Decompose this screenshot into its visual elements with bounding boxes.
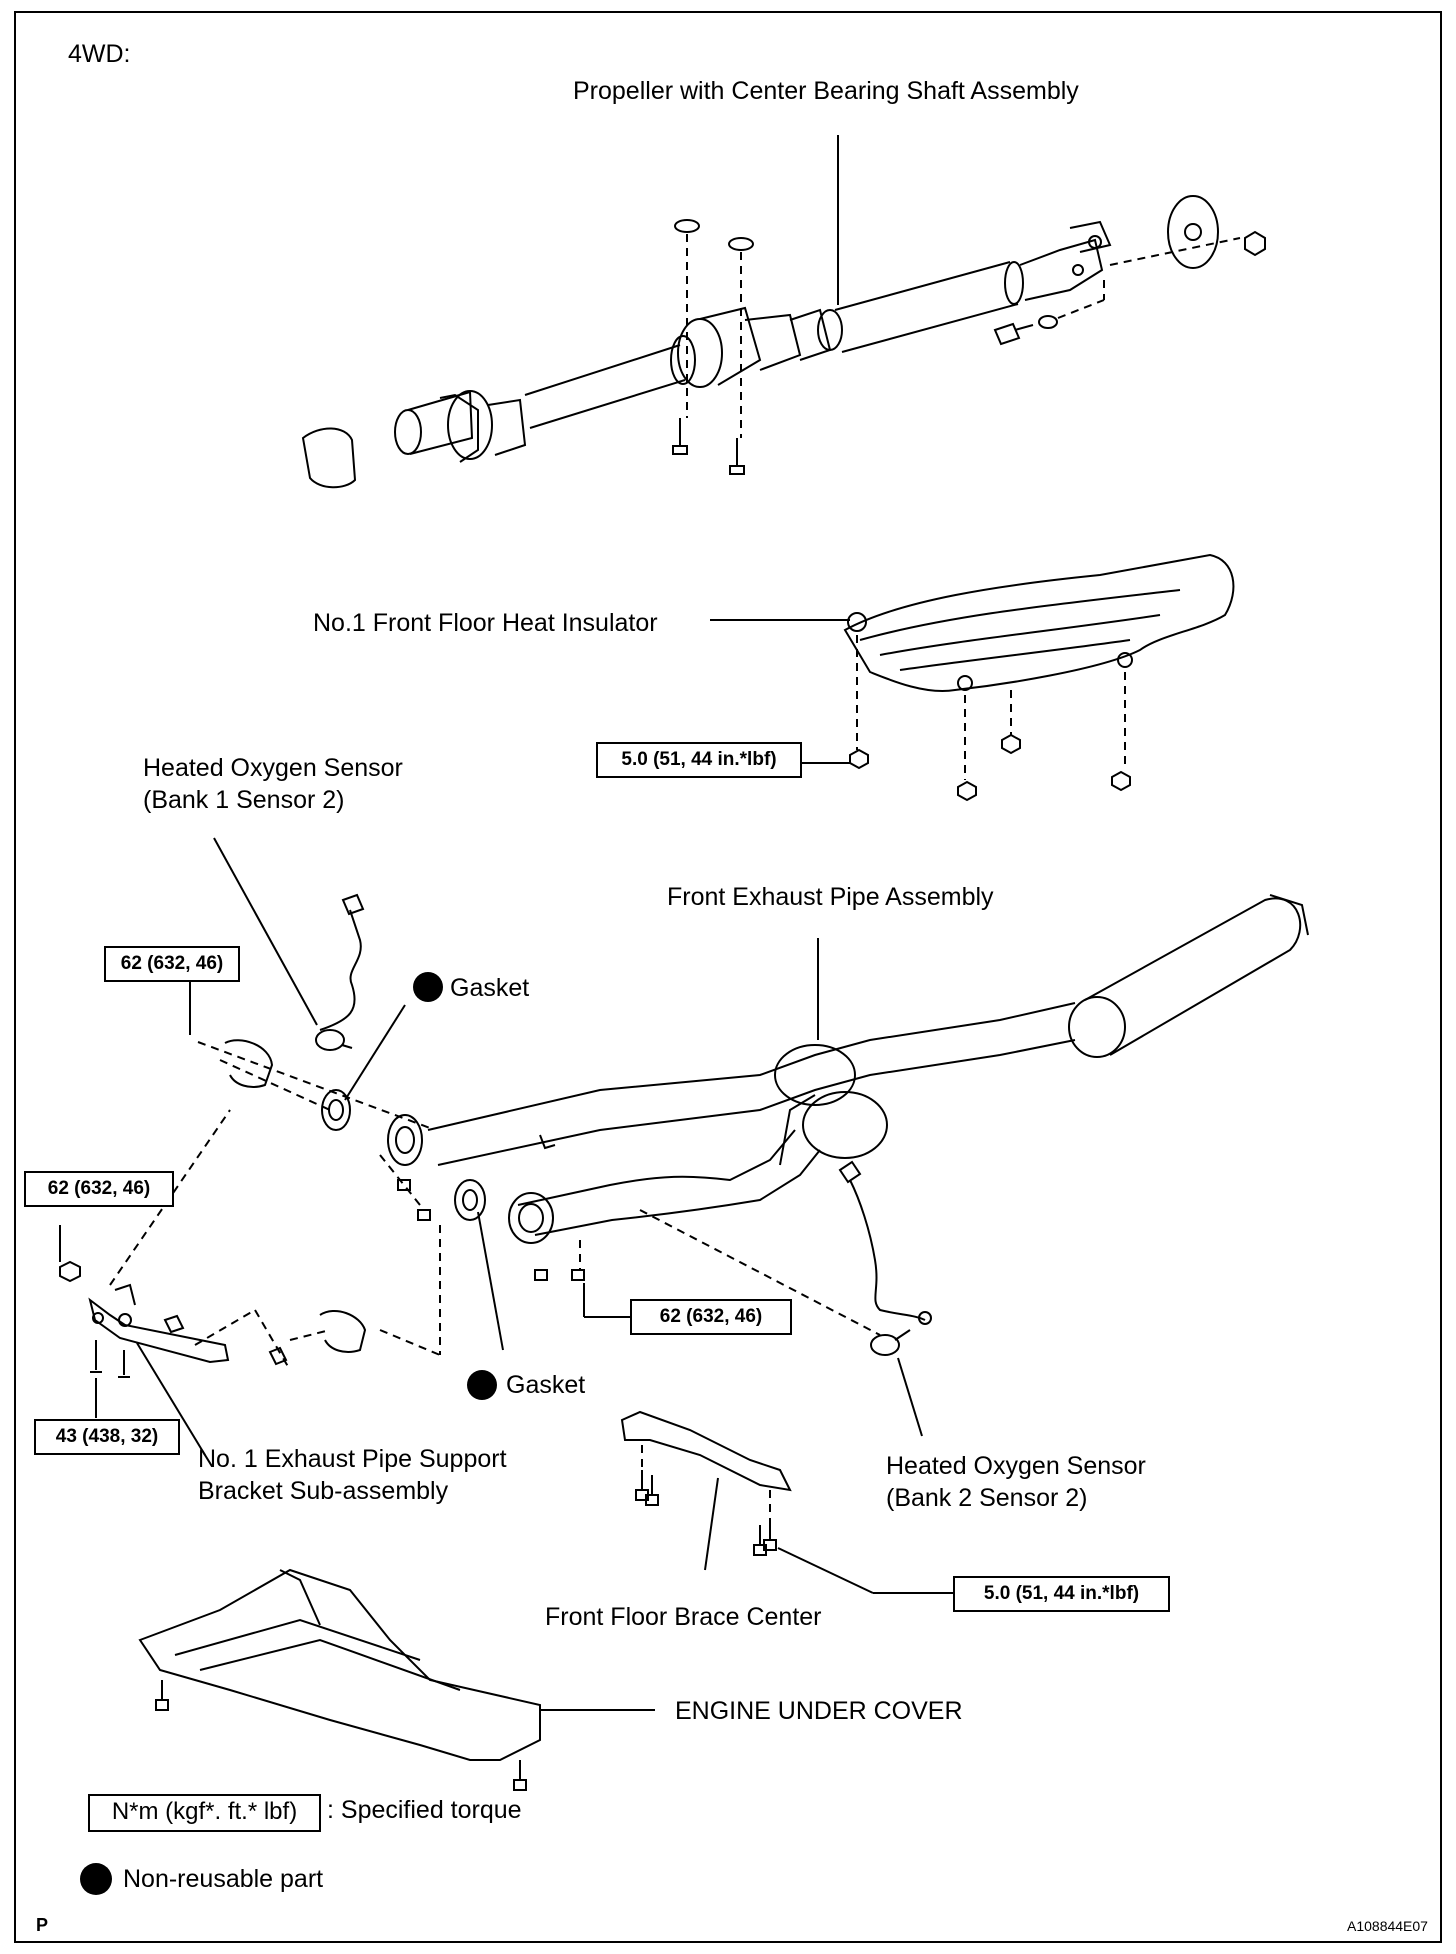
legend-torque-box: N*m (kgf*. ft.* lbf) [88,1794,321,1832]
legend-non-reusable-text: Non-reusable part [123,1865,324,1893]
propeller-shaft-label: Propeller with Center Bearing Shaft Asse… [573,77,1079,105]
support-bracket-line2: Bracket Sub-assembly [198,1477,449,1505]
torque-bracket-bolt: 43 (438, 32) [34,1419,180,1455]
oxygen-sensor-b1s2-drawing [315,893,365,1051]
variant-label: 4WD: [68,40,131,68]
heat-insulator-drawing [843,553,1235,802]
non-reusable-marker-upper [413,972,443,1002]
oxygen-sensor-b1s2-label: Heated Oxygen Sensor (Bank 1 Sensor 2) [143,752,403,816]
page-mark: P [36,1915,49,1935]
oxygen-sensor-b2s2-line1: Heated Oxygen Sensor [886,1452,1146,1480]
support-bracket-drawing [59,1039,367,1378]
torque-brace-bolt: 5.0 (51, 44 in.*lbf) [953,1576,1170,1612]
oxygen-sensor-b2s2-label: Heated Oxygen Sensor (Bank 2 Sensor 2) [886,1450,1146,1514]
legend-torque-text: : Specified torque [327,1796,522,1824]
diagram-frame [14,11,1442,1943]
oxygen-sensor-b2s2-line2: (Bank 2 Sensor 2) [886,1484,1088,1512]
oxygen-sensor-b1s2-line1: Heated Oxygen Sensor [143,754,403,782]
torque-heat-insulator-nut: 5.0 (51, 44 in.*lbf) [596,742,802,778]
propeller-leaders [686,234,1241,438]
figure-id: A108844E07 [1347,1918,1428,1934]
front-exhaust-pipe-label: Front Exhaust Pipe Assembly [667,883,994,911]
oxygen-sensor-b2s2-drawing [838,1160,932,1356]
propeller-shaft-drawing [301,195,1266,489]
front-exhaust-pipe-drawing [321,894,1309,1281]
engine-under-cover-label: ENGINE UNDER COVER [675,1697,963,1725]
gasket-lower-label: Gasket [506,1371,586,1399]
gasket-upper-label: Gasket [450,974,530,1002]
torque-o2-upper-nut: 62 (632, 46) [104,946,240,982]
engine-under-cover-drawing [138,1568,541,1791]
support-bracket-label: No. 1 Exhaust Pipe Support Bracket Sub-a… [198,1443,507,1507]
floor-brace-drawing [620,1410,792,1556]
non-reusable-marker-lower [467,1370,497,1400]
legend-non-reusable-marker [80,1863,112,1895]
floor-brace-label: Front Floor Brace Center [545,1603,822,1631]
oxygen-sensor-b1s2-line2: (Bank 1 Sensor 2) [143,786,345,814]
torque-bracket-nut: 62 (632, 46) [24,1171,174,1207]
heat-insulator-label: No.1 Front Floor Heat Insulator [313,609,658,637]
torque-pipe-flange-bolt: 62 (632, 46) [630,1299,792,1335]
support-bracket-line1: No. 1 Exhaust Pipe Support [198,1445,507,1473]
